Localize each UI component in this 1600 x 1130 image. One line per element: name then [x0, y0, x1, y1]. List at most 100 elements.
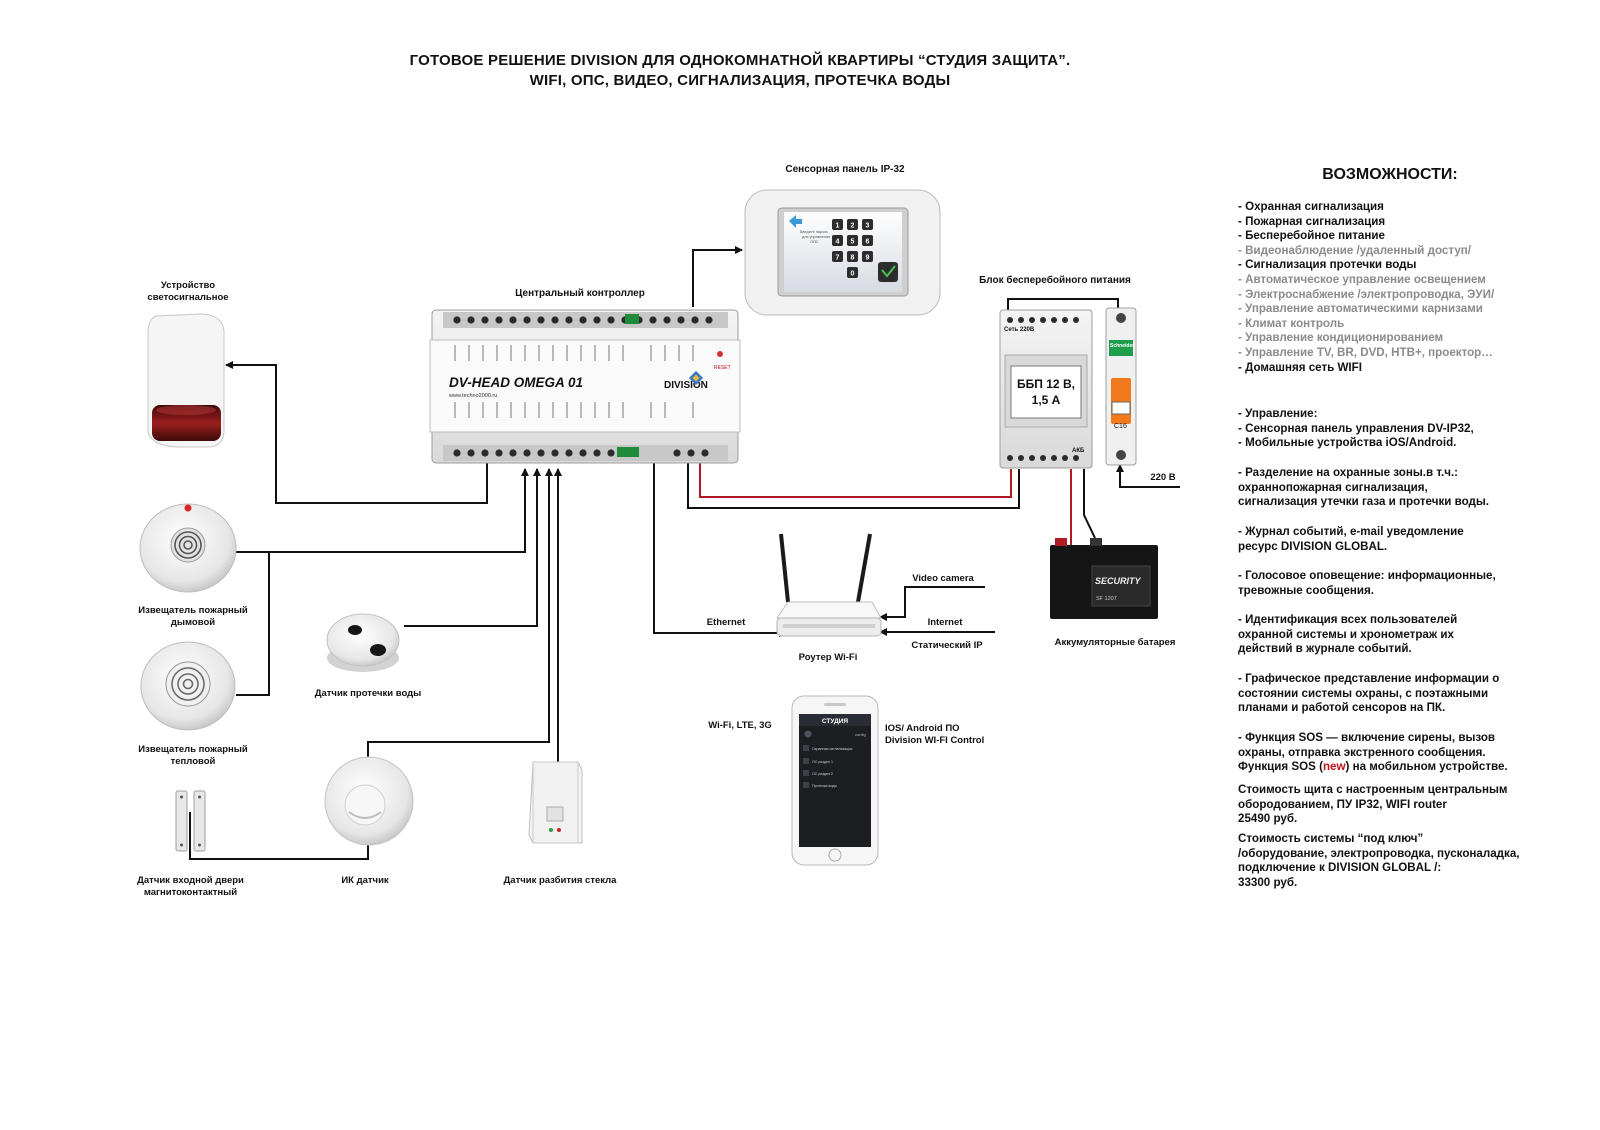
graph-line-3: планами и работой сенсоров на ПК.: [1238, 701, 1446, 715]
voice-line-1: - Голосовое оповещение: информационные,: [1238, 569, 1496, 582]
breaker-rating: C16: [1114, 423, 1127, 430]
wire-video: [879, 586, 985, 621]
app-label-line1: IOS/ Android ПО: [885, 723, 960, 734]
battery: SECURITY SF 1207: [1050, 538, 1158, 619]
graph-line-2: состоянии системы охраны, с поэтажными: [1238, 686, 1489, 700]
battery-model: SF 1207: [1096, 596, 1117, 602]
sos-line-3-post: ) на мобильном устройстве.: [1345, 760, 1508, 774]
sos-line-1: - Функция SOS — включение сирены, вызов: [1238, 731, 1496, 744]
ident-line-3: действий в журнале событий.: [1238, 642, 1412, 656]
wire-controller-panel: [692, 246, 743, 307]
journal-line-2: ресурс DIVISION GLOBAL.: [1238, 539, 1388, 553]
ups-lcd-line1: ББП 12 В,: [1017, 377, 1075, 391]
phone-item-1: Охранная сигнализация: [812, 747, 852, 751]
ups-akb-label: АКБ: [1072, 448, 1085, 454]
heat-label-line2: тепловой: [170, 756, 216, 767]
battery-brand: SECURITY: [1095, 576, 1142, 586]
svg-text:6: 6: [866, 239, 870, 246]
phone-app-config: config: [855, 732, 866, 737]
sos-line-2: охраны, отправка экстренного сообщения.: [1238, 745, 1486, 759]
zones-line-2: охраннопожарная сигнализация,: [1238, 480, 1428, 494]
wifi-label: Wi-Fi, LTE, 3G: [708, 720, 772, 731]
wire-220: [1116, 464, 1180, 488]
feature-item: - Охранная сигнализация: [1238, 200, 1384, 213]
svg-text:ОПС: ОПС: [810, 240, 819, 244]
controller-brand: DIVISION: [664, 380, 708, 391]
ups-lcd-line2: 1,5 А: [1032, 393, 1061, 407]
wire-ups-black: [687, 463, 1020, 509]
division-logo-icon: [688, 370, 704, 386]
wire-smoke: [236, 468, 529, 553]
price2-line-3: подключение к DIVISION GLOBAL /:: [1238, 861, 1442, 875]
sos-block: - Функция SOS — включение сирены, вызов …: [1238, 731, 1578, 775]
controller-reset: RESET: [714, 365, 731, 371]
wire-ups-red: [699, 463, 1012, 498]
control-line-3: - Мобильные устройства iOS/Android.: [1238, 436, 1457, 450]
price1-line-1: Стоимость щита с настроенным центральным: [1238, 783, 1508, 796]
svg-text:для управления: для управления: [802, 235, 830, 239]
wire-door: [189, 812, 369, 860]
breaker-brand: Schneider: [1110, 343, 1134, 349]
zones-line-3: сигнализация утечки газа и протечки воды…: [1238, 495, 1489, 509]
feature-item: - Управление TV, BR, DVD, НТВ+, проектор…: [1238, 345, 1493, 359]
water-sensor-label: Датчик протечки воды: [314, 688, 422, 699]
control-line-1: - Управление:: [1238, 407, 1318, 420]
siren-label-line2: светосигнальное: [147, 292, 229, 303]
svg-text:8: 8: [851, 255, 855, 262]
page-subtitle: WIFI, ОПС, ВИДЕО, СИГНАЛИЗАЦИЯ, ПРОТЕЧКА…: [529, 72, 951, 89]
phone-item-3: ОС раздел 2: [812, 772, 833, 776]
feature-item: - Электроснабжение /электропроводка, ЭУИ…: [1238, 287, 1495, 301]
router-icon: [776, 533, 882, 637]
features-list: - Охранная сигнализация- Пожарная сигнал…: [1238, 200, 1568, 375]
door-sensor-label-line1: Датчик входной двери: [137, 875, 244, 886]
ir-sensor-icon: [324, 756, 414, 846]
price2-line-1: Стоимость системы “под ключ”: [1238, 832, 1424, 845]
features-title: ВОЗМОЖНОСТИ:: [1322, 166, 1458, 183]
feature-item: - Пожарная сигнализация: [1238, 214, 1386, 228]
pin-labels: [454, 345, 694, 418]
circuit-breaker: Schneider C16: [1105, 307, 1137, 466]
door-sensor-icon: [175, 790, 206, 852]
feature-item: - Домашняя сеть WIFI: [1238, 360, 1362, 374]
phone-app-title: СТУДИЯ: [822, 718, 849, 725]
smoke-detector-icon: [139, 503, 237, 593]
feature-item: - Бесперебойное питание: [1238, 229, 1385, 243]
sos-line-3-pre: Функция SOS (: [1238, 760, 1323, 774]
smartphone-icon: СТУДИЯ config Охранная сигнализация ОС р…: [791, 695, 879, 866]
phone-item-4: Протечка воды: [812, 784, 837, 788]
svg-text:1: 1: [836, 223, 840, 230]
feature-item: - Управление автоматическими карнизами: [1238, 302, 1483, 316]
voice-block: - Голосовое оповещение: информационные, …: [1238, 569, 1578, 598]
back-arrow-icon: [789, 215, 802, 228]
svg-text:2: 2: [851, 223, 855, 230]
sos-line-3: Функция SOS (new) на мобильном устройств…: [1238, 760, 1578, 775]
mains-label: 220 В: [1150, 472, 1176, 483]
ethernet-label: Ethernet: [706, 617, 746, 628]
control-line-2: - Сенсорная панель управления DV-IP32,: [1238, 421, 1474, 435]
graph-block: - Графическое представление информации о…: [1238, 672, 1578, 716]
ident-line-2: охранной системы и хронометраж их: [1238, 627, 1454, 641]
door-sensor-label-line2: магнитоконтактный: [143, 887, 238, 898]
ups-net-label: Сеть 220В: [1004, 327, 1035, 333]
svg-text:5: 5: [851, 239, 855, 246]
touch-panel-label: Сенсорная панель IP-32: [785, 164, 905, 175]
svg-text:0: 0: [851, 271, 855, 278]
app-label-line2: Division WI-FI Control: [885, 735, 985, 746]
glass-break-sensor-icon: [528, 761, 583, 844]
svg-text:3: 3: [866, 223, 870, 230]
smoke-label-line2: дымовой: [170, 617, 216, 628]
central-controller: DV-HEAD OMEGA 01 www.techno2000.ru DIVIS…: [429, 309, 741, 464]
ir-sensor-label: ИК датчик: [341, 875, 389, 886]
page-title: ГОТОВОЕ РЕШЕНИЕ DIVISION ДЛЯ ОДНОКОМНАТН…: [409, 52, 1071, 69]
feature-item: - Управление кондиционированием: [1238, 331, 1444, 345]
zones-line-1: - Разделение на охранные зоны.в т.ч.:: [1238, 466, 1459, 479]
svg-text:7: 7: [836, 255, 840, 262]
smoke-label-line1: Извещатель пожарный: [138, 605, 248, 616]
ups-label: Блок бесперебойного питания: [979, 275, 1131, 286]
feature-item: - Автоматическое управление освещением: [1238, 272, 1486, 286]
internet-label: Internet: [927, 617, 963, 628]
controller-label: Центральный контроллер: [515, 288, 645, 299]
